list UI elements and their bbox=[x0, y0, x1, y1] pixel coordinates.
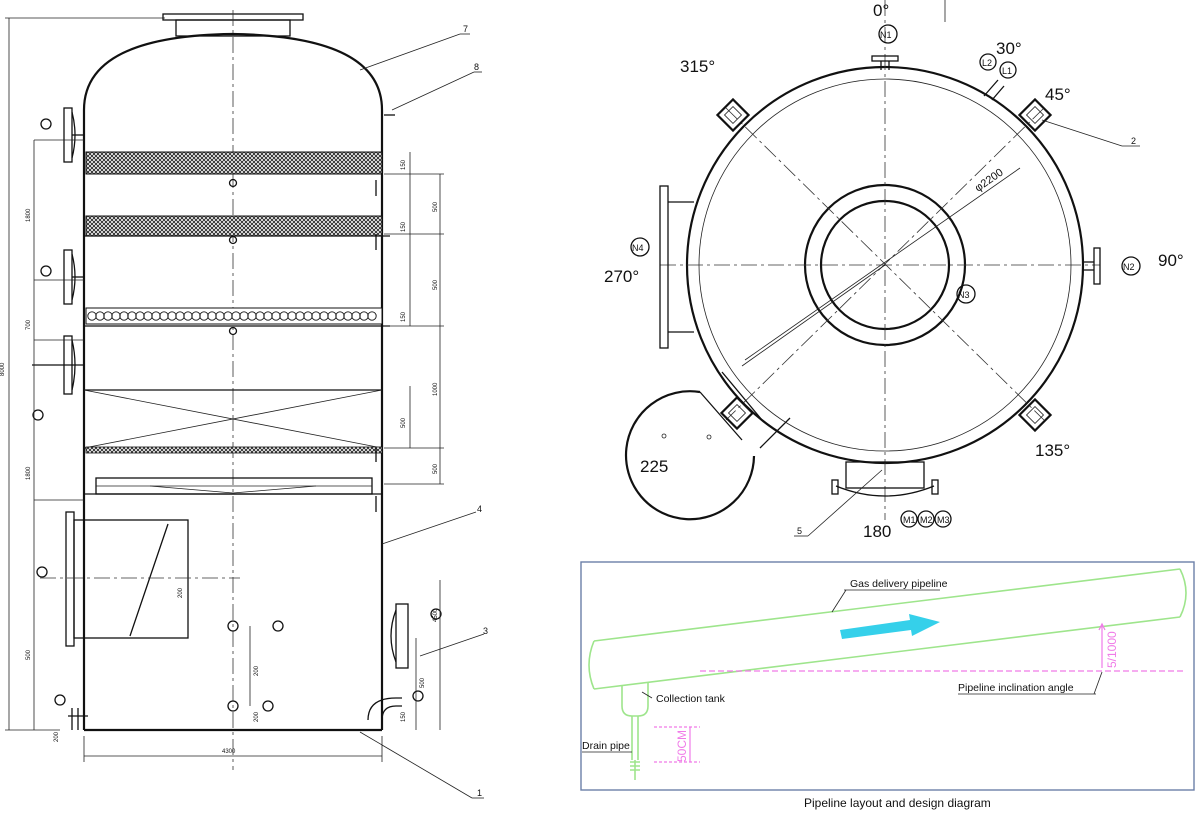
dim-right-8: 500 bbox=[433, 463, 439, 474]
nozzle-l1: L1 bbox=[1002, 66, 1012, 76]
nozzle-l2: L2 bbox=[982, 58, 992, 68]
collection-tank-label: Collection tank bbox=[656, 693, 726, 705]
angle-270: 270° bbox=[604, 267, 639, 286]
nozzle-m1: M1 bbox=[903, 515, 916, 525]
dim-right-11: 150 bbox=[401, 711, 407, 722]
plan-tag-2: 2 bbox=[1131, 136, 1136, 146]
dim-left-1: 1800 bbox=[26, 208, 32, 222]
dim-right-6: 500 bbox=[433, 279, 439, 290]
dim-right-9: 4500 bbox=[433, 608, 439, 622]
dim-left-2: 700 bbox=[26, 319, 32, 330]
tower-elevation-view: 8000 bbox=[0, 10, 488, 799]
dim-right-10: 500 bbox=[420, 677, 426, 688]
tag-3: 3 bbox=[483, 626, 488, 636]
angle-225: 225 bbox=[640, 457, 668, 476]
ring-packing-layer bbox=[85, 307, 383, 325]
m-nozzle-tags: M1 M2 M3 bbox=[900, 510, 952, 528]
flow-arrow-icon bbox=[840, 614, 940, 639]
tag-8: 8 bbox=[474, 62, 479, 72]
drain-pipe-label: Drain pipe bbox=[582, 740, 630, 752]
dim-nozzle-2: 200 bbox=[254, 711, 260, 722]
dim-width: 4300 bbox=[222, 749, 236, 755]
n1-marker bbox=[878, 24, 898, 44]
nozzle-m2: M2 bbox=[920, 515, 933, 525]
slope-label: 5/1000 bbox=[1105, 631, 1119, 668]
left-nozzle-flanges bbox=[32, 107, 84, 395]
angle-135: 135° bbox=[1035, 441, 1070, 460]
manhole-flanges bbox=[715, 97, 1053, 433]
diameter-label: φ2200 bbox=[973, 166, 1006, 194]
right-dimension-chain bbox=[384, 152, 444, 730]
nozzle-n1: N1 bbox=[880, 30, 892, 40]
pipeline-diagram: 5/1000 50CM Gas delivery pipeline Collec… bbox=[580, 561, 1195, 791]
tower-plan-view: φ2200 N1 N2 N4 N3 L2 L1 bbox=[604, 0, 1184, 541]
angle-30: 30° bbox=[996, 39, 1022, 58]
nozzle-n2: N2 bbox=[1123, 262, 1135, 272]
dim-right-2: 150 bbox=[401, 221, 407, 232]
dim-right-5: 500 bbox=[433, 201, 439, 212]
gas-inlet-duct bbox=[40, 511, 240, 647]
dim-left-4: 500 bbox=[26, 649, 32, 660]
dim-right-7: 1000 bbox=[433, 382, 439, 396]
dim-left-3: 1800 bbox=[26, 466, 32, 480]
angle-180: 180 bbox=[863, 522, 891, 541]
pipeline-caption: Pipeline layout and design diagram bbox=[804, 796, 991, 810]
angle-315: 315° bbox=[680, 57, 715, 76]
angle-45: 45° bbox=[1045, 85, 1071, 104]
tag-4: 4 bbox=[477, 504, 482, 514]
dim-nozzle-1: 200 bbox=[254, 665, 260, 676]
angle-90: 90° bbox=[1158, 251, 1184, 270]
tag-1: 1 bbox=[477, 788, 482, 798]
plan-tag-5: 5 bbox=[797, 526, 802, 536]
inclination-label: Pipeline inclination angle bbox=[958, 682, 1074, 694]
nozzle-n3: N3 bbox=[958, 290, 970, 300]
dim-left-5: 200 bbox=[54, 731, 60, 742]
nozzle-m3: M3 bbox=[937, 515, 950, 525]
nozzle-n4: N4 bbox=[632, 243, 644, 253]
tag-7: 7 bbox=[463, 24, 468, 34]
dim-right-1: 150 bbox=[401, 159, 407, 170]
packing-ring bbox=[367, 311, 377, 321]
dim-right-3: 150 bbox=[401, 311, 407, 322]
dim-overall: 8000 bbox=[0, 362, 6, 376]
dim-inlet: 200 bbox=[178, 587, 184, 598]
angle-0: 0° bbox=[873, 1, 889, 20]
dim-right-4: 500 bbox=[401, 417, 407, 428]
drain-height-label: 50CM bbox=[675, 730, 689, 762]
gas-delivery-label: Gas delivery pipeline bbox=[850, 578, 948, 590]
